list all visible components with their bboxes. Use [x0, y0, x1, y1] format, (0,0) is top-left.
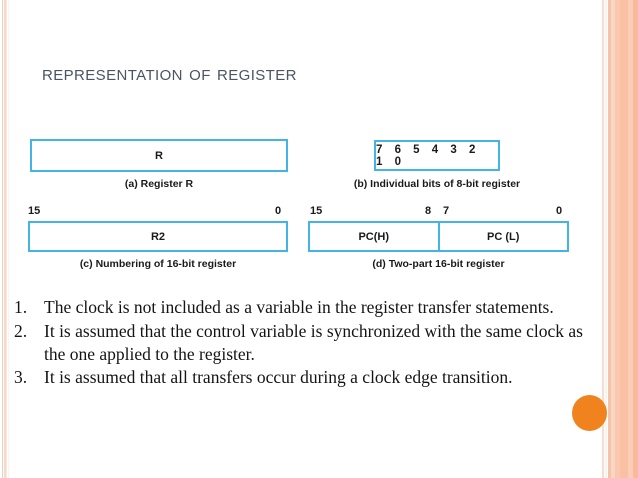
figure-caption-d: (d) Two-part 16-bit register [372, 258, 505, 270]
bit-label-c-lsb: 0 [275, 205, 282, 217]
list-item: 3. It is assumed that all transfers occu… [14, 366, 602, 389]
figure-caption-c: (c) Numbering of 16-bit register [79, 258, 237, 270]
bit-label-d-7: 7 [443, 205, 450, 217]
list-item-number: 3. [14, 367, 28, 388]
register-box-d-low: PC (L) [487, 230, 520, 243]
list-item: 1. The clock is not included as a variab… [14, 296, 602, 319]
left-edge-decoration [0, 0, 12, 478]
bit-label-c-msb: 15 [28, 205, 41, 217]
edge-stripe [4, 0, 6, 478]
bit-label-d-15: 15 [310, 205, 323, 217]
edge-stripe [608, 0, 611, 478]
edge-stripe [605, 0, 607, 478]
register-box-c: R2 [28, 221, 288, 252]
slide-title: Representation of register [42, 62, 297, 85]
bit-label-d-8: 8 [425, 205, 432, 217]
list-item-number: 2. [14, 320, 28, 341]
list-item-text: It is assumed that the control variable … [44, 320, 583, 364]
edge-stripe [620, 0, 628, 478]
edge-stripe [8, 0, 9, 478]
edge-stripe [611, 0, 615, 478]
edge-stripe [628, 0, 633, 478]
figure-caption-b: (b) Individual bits of 8-bit register [353, 178, 521, 190]
register-box-b: 7 6 5 4 3 2 1 0 [374, 140, 500, 171]
bit-label-d-0: 0 [556, 205, 563, 217]
list-item: 2. It is assumed that the control variab… [14, 320, 602, 366]
register-box-d-high: PC(H) [310, 223, 440, 250]
edge-stripe [633, 0, 638, 478]
right-edge-decoration [600, 0, 638, 478]
list-item-text: It is assumed that all transfers occur d… [44, 367, 513, 388]
edge-stripe [2, 0, 3, 478]
edge-stripe [602, 0, 604, 478]
list-item-number: 1. [14, 297, 28, 317]
register-box-b-bits: 7 6 5 4 3 2 1 0 [376, 143, 480, 168]
list-item-text: The clock is not included as a variable … [44, 297, 554, 317]
edge-stripe [615, 0, 620, 478]
orange-circle-decoration [572, 395, 607, 431]
content-list: 1. The clock is not included as a variab… [14, 296, 602, 390]
edge-stripe [6, 0, 7, 478]
register-box-d: PC(H) PC (L) [308, 221, 569, 252]
register-box-a-label: R [155, 149, 163, 162]
register-box-a: R [30, 139, 288, 172]
figure-caption-a: (a) Register R [124, 178, 194, 190]
register-box-c-label: R2 [150, 230, 166, 243]
